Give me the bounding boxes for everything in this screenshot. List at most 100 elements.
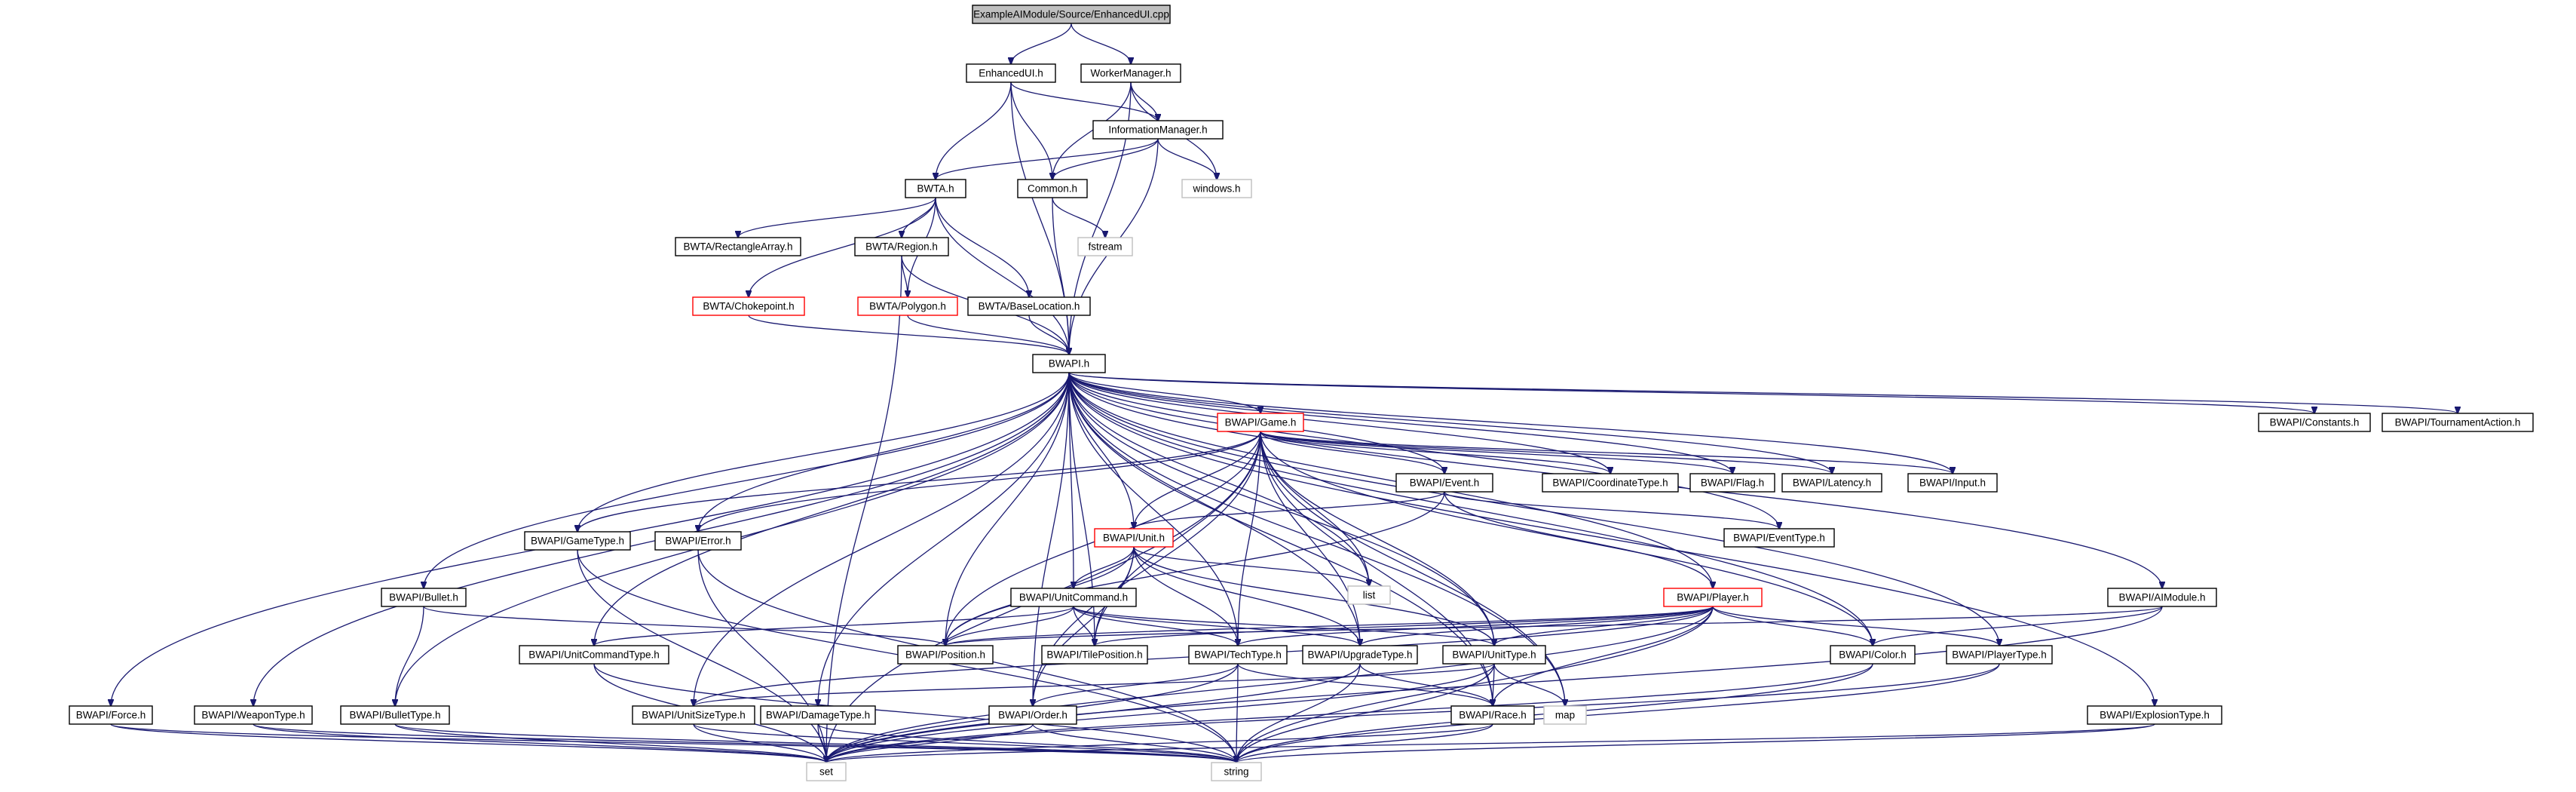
node-region[interactable]: BWTA/Region.h — [854, 237, 949, 256]
node-upgradetype[interactable]: BWAPI/UpgradeType.h — [1302, 645, 1418, 665]
node-chokepoint[interactable]: BWTA/Chokepoint.h — [692, 296, 805, 316]
node-playertype[interactable]: BWAPI/PlayerType.h — [1946, 645, 2053, 665]
node-box-playertype — [1946, 645, 2053, 665]
edge-unitcommand-to-unittype — [1073, 606, 1494, 646]
node-force[interactable]: BWAPI/Force.h — [69, 705, 153, 725]
node-label-bwapi: BWAPI.h — [1049, 358, 1089, 370]
node-label-gametype: BWAPI/GameType.h — [531, 536, 624, 547]
node-error[interactable]: BWAPI/Error.h — [654, 531, 742, 551]
edge-enhancedui-to-infomanager — [1010, 81, 1158, 121]
node-label-baselocation: BWTA/BaseLocation.h — [979, 301, 1080, 312]
node-bullet[interactable]: BWAPI/Bullet.h — [381, 588, 467, 607]
node-label-unitcommandtype: BWAPI/UnitCommandType.h — [528, 649, 660, 661]
node-damagetype[interactable]: BWAPI/DamageType.h — [760, 705, 876, 725]
node-explosiontype[interactable]: BWAPI/ExplosionType.h — [2087, 705, 2222, 725]
node-race[interactable]: BWAPI/Race.h — [1450, 705, 1535, 725]
node-label-input: BWAPI/Input.h — [1919, 477, 1986, 489]
node-unitcommand[interactable]: BWAPI/UnitCommand.h — [1010, 588, 1137, 607]
edge-infomanager-to-common — [1052, 138, 1159, 180]
edge-order-to-string — [1032, 723, 1236, 763]
edge-playertype-to-string — [1236, 663, 2000, 763]
node-infomanager[interactable]: InformationManager.h — [1092, 120, 1224, 140]
node-box-unitcommand — [1010, 588, 1137, 607]
node-box-set — [806, 762, 847, 781]
node-label-position: BWAPI/Position.h — [905, 649, 985, 661]
edge-bullet-to-bullettype — [395, 606, 424, 706]
node-weapontype[interactable]: BWAPI/WeaponType.h — [194, 705, 313, 725]
node-bwapi[interactable]: BWAPI.h — [1032, 354, 1106, 373]
node-order[interactable]: BWAPI/Order.h — [988, 705, 1077, 725]
edge-unitcommandtype-to-string — [593, 663, 1236, 763]
edge-unitcommand-to-techtype — [1073, 606, 1238, 646]
node-baselocation[interactable]: BWTA/BaseLocation.h — [967, 296, 1091, 316]
node-workermanager[interactable]: WorkerManager.h — [1080, 63, 1181, 83]
node-enhancedui[interactable]: EnhancedUI.h — [966, 63, 1056, 83]
node-event[interactable]: BWAPI/Event.h — [1395, 473, 1493, 493]
edge-infomanager-to-bwta — [936, 138, 1159, 180]
node-label-polygon: BWTA/Polygon.h — [869, 301, 946, 312]
node-box-common — [1017, 179, 1088, 198]
node-box-weapontype — [194, 705, 313, 725]
node-label-color: BWAPI/Color.h — [1839, 649, 1907, 661]
edge-unitsizetype-to-set — [693, 723, 826, 763]
node-techtype[interactable]: BWAPI/TechType.h — [1188, 645, 1288, 665]
node-color[interactable]: BWAPI/Color.h — [1830, 645, 1916, 665]
node-player[interactable]: BWAPI/Player.h — [1663, 588, 1763, 607]
node-label-error: BWAPI/Error.h — [665, 536, 731, 547]
edge-player-to-tileposition — [1095, 606, 1714, 646]
node-unit[interactable]: BWAPI/Unit.h — [1094, 528, 1174, 548]
edge-bwta-to-chokepoint — [749, 197, 936, 297]
node-position[interactable]: BWAPI/Position.h — [897, 645, 994, 665]
node-bwta[interactable]: BWTA.h — [905, 179, 966, 198]
edge-game-to-input — [1260, 431, 1953, 474]
edge-region-to-set — [826, 255, 902, 763]
node-gametype[interactable]: BWAPI/GameType.h — [524, 531, 631, 551]
edge-common-to-fstream — [1052, 197, 1105, 238]
node-tileposition[interactable]: BWAPI/TilePosition.h — [1041, 645, 1148, 665]
node-label-windows: windows.h — [1192, 183, 1240, 195]
node-unittype[interactable]: BWAPI/UnitType.h — [1442, 645, 1546, 665]
edge-unit-to-unitcommand — [1074, 546, 1135, 588]
node-tournament[interactable]: BWAPI/TournamentAction.h — [2381, 413, 2534, 432]
node-aimodule[interactable]: BWAPI/AIModule.h — [2107, 588, 2217, 607]
node-set: set — [806, 762, 847, 781]
edge-bwapi-to-game — [1068, 372, 1260, 413]
node-box-map — [1543, 705, 1587, 725]
node-label-game: BWAPI/Game.h — [1225, 417, 1297, 428]
edge-bullettype-to-string — [394, 723, 1236, 763]
node-label-order: BWAPI/Order.h — [998, 710, 1067, 721]
node-rectarray[interactable]: BWTA/RectangleArray.h — [675, 237, 801, 256]
edge-weapontype-to-string — [253, 723, 1236, 763]
node-box-force — [69, 705, 153, 725]
node-box-baselocation — [967, 296, 1091, 316]
node-coordtype[interactable]: BWAPI/CoordinateType.h — [1542, 473, 1679, 493]
node-latency[interactable]: BWAPI/Latency.h — [1781, 473, 1882, 493]
edge-event-to-eventtype — [1444, 491, 1779, 529]
node-bullettype[interactable]: BWAPI/BulletType.h — [340, 705, 450, 725]
edge-bwapi-to-explosiontype — [1068, 372, 2155, 706]
node-label-bullet: BWAPI/Bullet.h — [389, 592, 458, 603]
node-game[interactable]: BWAPI/Game.h — [1217, 413, 1304, 432]
edge-infomanager-to-windows — [1157, 138, 1217, 180]
edge-polygon-to-bwapi — [907, 315, 1069, 355]
node-box-game — [1217, 413, 1304, 432]
node-root[interactable]: ExampleAIModule/Source/EnhancedUI.cpp — [972, 5, 1171, 24]
node-unitsizetype[interactable]: BWAPI/UnitSizeType.h — [632, 705, 755, 725]
node-label-damagetype: BWAPI/DamageType.h — [766, 710, 870, 721]
node-flag[interactable]: BWAPI/Flag.h — [1689, 473, 1775, 493]
node-box-event — [1395, 473, 1493, 493]
node-label-tournament: BWAPI/TournamentAction.h — [2395, 417, 2521, 428]
node-unitcommandtype[interactable]: BWAPI/UnitCommandType.h — [519, 645, 669, 665]
node-constants[interactable]: BWAPI/Constants.h — [2258, 413, 2371, 432]
edge-race-to-string — [1236, 723, 1493, 763]
node-label-techtype: BWAPI/TechType.h — [1194, 649, 1282, 661]
node-common[interactable]: Common.h — [1017, 179, 1088, 198]
node-eventtype[interactable]: BWAPI/EventType.h — [1723, 528, 1835, 548]
node-string: string — [1211, 762, 1262, 781]
node-box-chokepoint — [692, 296, 805, 316]
node-input[interactable]: BWAPI/Input.h — [1907, 473, 1998, 493]
node-box-order — [988, 705, 1077, 725]
node-box-unit — [1094, 528, 1174, 548]
node-polygon[interactable]: BWTA/Polygon.h — [857, 296, 958, 316]
node-label-event: BWAPI/Event.h — [1410, 477, 1480, 489]
